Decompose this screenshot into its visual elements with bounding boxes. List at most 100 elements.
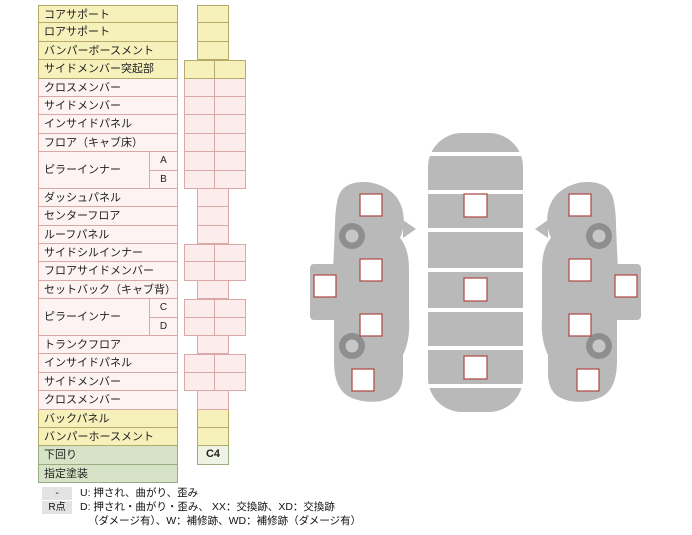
table-row: クロスメンバー <box>38 391 246 410</box>
sub-row-labels: C D <box>150 299 178 337</box>
table-row: セットバック（キャブ背） <box>38 280 246 300</box>
vehicle-damage-diagram <box>310 133 641 412</box>
mark-cell-right[interactable] <box>215 133 246 153</box>
damage-legend: - U: 押され、曲がり、歪み R点 D: 押され・曲がり・歪み、 XX：交換跡… <box>42 487 361 529</box>
mark-cell-right[interactable] <box>215 152 246 171</box>
mark-cell-right[interactable] <box>215 262 246 281</box>
table-row: バックパネル <box>38 409 246 429</box>
checkpoint-marker[interactable] <box>568 258 592 282</box>
part-label: フロア（キャブ床） <box>38 133 178 153</box>
mark-cell-left[interactable] <box>184 317 215 337</box>
table-row: センターフロア <box>38 207 246 226</box>
mark-cell-right[interactable] <box>215 372 246 392</box>
mark-cell-left[interactable] <box>184 170 215 189</box>
mark-cell-right[interactable] <box>215 354 246 373</box>
part-label: フロアサイドメンバー <box>38 262 178 281</box>
checkpoint-marker[interactable] <box>359 193 383 217</box>
mark-cell[interactable] <box>197 23 229 42</box>
wheel-hub-icon <box>592 229 606 243</box>
part-label: センターフロア <box>38 207 178 226</box>
mark-cell-right[interactable] <box>215 170 246 189</box>
part-label: サイドメンバー <box>38 96 178 116</box>
legend-text: D: 押され・曲がり・歪み、 XX：交換跡、XD：交換跡 <box>80 501 335 513</box>
mark-cell-left[interactable] <box>184 244 215 263</box>
sub-row-label-d: D <box>150 317 178 337</box>
mark-cell-left[interactable] <box>184 152 215 171</box>
checkpoint-marker[interactable] <box>351 368 375 392</box>
checkpoint-marker[interactable] <box>568 193 592 217</box>
checkpoint-marker[interactable] <box>463 193 488 218</box>
mark-cell[interactable] <box>197 280 229 300</box>
car-diagram <box>292 118 672 428</box>
mark-cell-right[interactable] <box>215 317 246 337</box>
table-row: クロスメンバー <box>38 78 246 97</box>
table-row: 指定塗装 <box>38 464 246 484</box>
checkpoint-marker[interactable] <box>568 313 592 337</box>
mark-cell[interactable] <box>197 428 229 447</box>
checkpoint-marker[interactable] <box>359 258 383 282</box>
mark-cell-left[interactable] <box>184 115 215 134</box>
table-row: ルーフパネル <box>38 225 246 245</box>
mirror-icon <box>535 220 548 238</box>
table-row: コアサポート <box>38 5 246 24</box>
car-side-view-right <box>535 182 641 402</box>
mark-cell[interactable] <box>197 5 229 24</box>
table-row: サイドメンバー <box>38 372 246 392</box>
sub-row-label-c: C <box>150 299 178 318</box>
wheel-hub-icon <box>592 339 606 353</box>
mark-cell-left[interactable] <box>184 133 215 153</box>
part-label: インサイドパネル <box>38 354 178 373</box>
part-label: コアサポート <box>38 5 178 24</box>
legend-line-2: R点 D: 押され・曲がり・歪み、 XX：交換跡、XD：交換跡 <box>42 501 361 514</box>
car-top-view <box>426 133 525 412</box>
mark-cell[interactable] <box>197 41 229 61</box>
part-label: トランクフロア <box>38 336 178 355</box>
mark-cell-right[interactable] <box>215 244 246 263</box>
table-row-group: ピラーインナー A B <box>38 152 246 189</box>
part-label: 下回り <box>38 446 178 465</box>
mark-cell[interactable] <box>197 391 229 410</box>
part-label: インサイドパネル <box>38 115 178 134</box>
checkpoint-marker[interactable] <box>463 355 488 380</box>
mark-cell-left[interactable] <box>184 354 215 373</box>
checkpoint-marker[interactable] <box>313 274 337 298</box>
mark-cell-right[interactable] <box>215 78 246 97</box>
part-label: バックパネル <box>38 409 178 429</box>
mark-cell[interactable] <box>197 409 229 429</box>
part-label: ルーフパネル <box>38 225 178 245</box>
table-row: バンパーボースメント <box>38 41 246 61</box>
mark-cell-left[interactable] <box>184 96 215 116</box>
mark-cell-right[interactable] <box>215 60 246 79</box>
mark-cell-left[interactable] <box>184 262 215 281</box>
mark-cell-left[interactable] <box>184 299 215 318</box>
mark-cell-left[interactable] <box>184 372 215 392</box>
checkpoint-marker[interactable] <box>463 277 488 302</box>
part-label: サイドシルインナー <box>38 244 178 263</box>
table-row: インサイドパネル <box>38 354 246 373</box>
mark-cell-right[interactable] <box>215 115 246 134</box>
part-label: バンパーボースメント <box>38 41 178 61</box>
mark-cell-left[interactable] <box>184 60 215 79</box>
checkpoint-marker[interactable] <box>359 313 383 337</box>
sub-row-labels: A B <box>150 152 178 189</box>
mark-cell-right[interactable] <box>215 96 246 116</box>
part-label: 指定塗装 <box>38 464 178 484</box>
undercarriage-grade-cell[interactable]: C4 <box>197 446 229 465</box>
mark-cell-right[interactable] <box>215 299 246 318</box>
table-row: サイドシルインナー <box>38 244 246 263</box>
mark-cell-left[interactable] <box>184 78 215 97</box>
mark-cell[interactable] <box>197 225 229 245</box>
checkpoint-marker[interactable] <box>576 368 600 392</box>
legend-key-rpoint: R点 <box>42 501 72 514</box>
part-label: ピラーインナー <box>38 152 150 189</box>
checkpoint-marker[interactable] <box>614 274 638 298</box>
part-label: ピラーインナー <box>38 299 150 337</box>
table-row: フロアサイドメンバー <box>38 262 246 281</box>
mark-cell[interactable] <box>197 188 229 208</box>
part-label: サイドメンバー突起部 <box>38 60 178 79</box>
table-row-group: ピラーインナー C D <box>38 299 246 337</box>
table-row: インサイドパネル <box>38 115 246 134</box>
mark-cell[interactable] <box>197 336 229 355</box>
mark-cell[interactable] <box>197 207 229 226</box>
part-label: ダッシュパネル <box>38 188 178 208</box>
